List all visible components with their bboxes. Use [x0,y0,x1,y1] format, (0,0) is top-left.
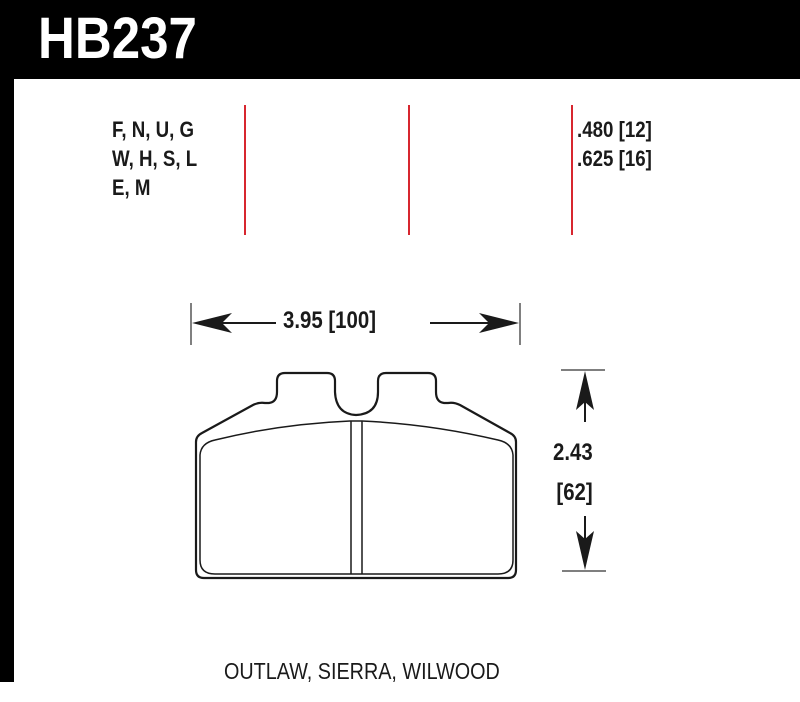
red-divider-line [244,105,246,235]
arrow-down-icon [576,516,594,570]
red-divider-line [571,105,573,235]
center-slot [350,421,363,574]
compound-row: W, H, S, L [112,146,198,171]
height-inches: 2.43 [553,439,593,466]
compound-list: F, N, U, G W, H, S, L E, M [112,115,197,202]
height-dimension-lines [561,369,606,572]
compound-row: E, M [112,175,151,200]
arrow-right-icon [430,313,519,333]
height-mm: [62] [556,479,593,506]
header-bar [0,0,800,79]
left-border-bar [0,0,14,682]
arrow-up-icon [576,371,594,422]
applications-label: OUTLAW, SIERRA, WILWOOD [224,658,500,684]
friction-material-outline [199,420,514,575]
backing-plate-outline [194,371,518,580]
red-divider-line [408,105,410,235]
thickness-row: .480 [12] [577,117,652,142]
height-dimension-label: 2.43 [62] [553,433,593,513]
arrow-left-icon [192,313,276,333]
width-dimension-label: 3.95 [100] [283,307,376,334]
thickness-list: .480 [12] .625 [16] [577,115,652,173]
compound-row: F, N, U, G [112,117,195,142]
thickness-row: .625 [16] [577,146,652,171]
width-dimension-lines [190,303,521,345]
part-number-title: HB237 [38,6,197,71]
